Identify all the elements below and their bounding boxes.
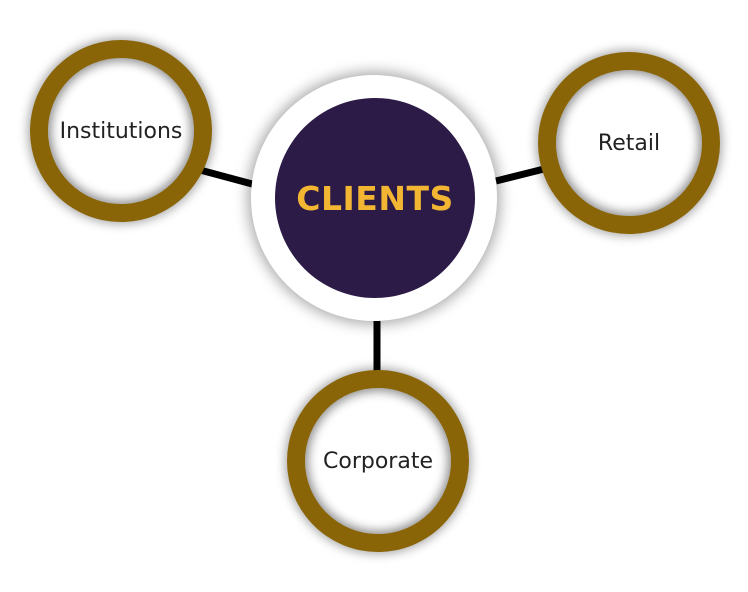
node-retail: Retail bbox=[538, 52, 720, 234]
node-retail-label: Retail bbox=[597, 130, 661, 156]
connector-retail bbox=[495, 164, 549, 185]
center-node: CLIENTS bbox=[275, 98, 475, 298]
node-retail-inner: Retail bbox=[556, 70, 702, 216]
node-institutions: Institutions bbox=[30, 40, 212, 222]
node-institutions-inner: Institutions bbox=[48, 58, 194, 204]
center-node-label: CLIENTS bbox=[296, 178, 454, 218]
node-corporate: Corporate bbox=[287, 370, 469, 552]
node-corporate-label: Corporate bbox=[323, 448, 433, 474]
node-institutions-label: Institutions bbox=[59, 118, 183, 144]
node-corporate-inner: Corporate bbox=[305, 388, 451, 534]
connector-institutions bbox=[199, 166, 257, 189]
